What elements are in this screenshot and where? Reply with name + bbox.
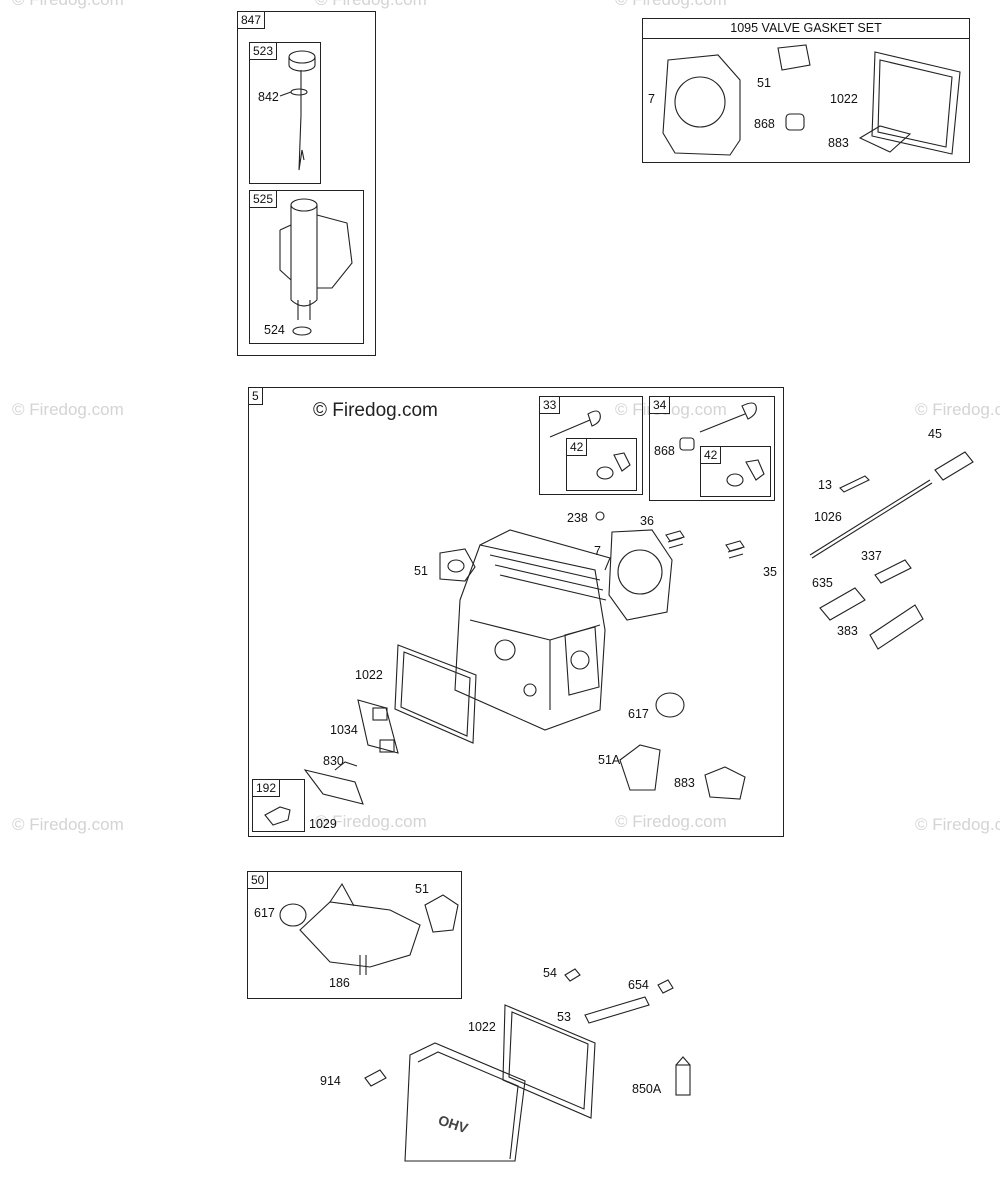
watermark-main: © Firedog.com: [313, 400, 438, 421]
subassembly-tag-34-42: 42: [700, 446, 722, 464]
watermark: © Firedog.com: [915, 815, 1000, 834]
part-label-54: 54: [543, 966, 557, 980]
spring-art: [665, 530, 745, 559]
part-label-830: 830: [323, 754, 344, 768]
subassembly-box-34: [649, 396, 775, 501]
part-label-654: 654: [628, 978, 649, 992]
part-label-635: 635: [812, 576, 833, 590]
head-gasket-art: [595, 511, 673, 621]
subassembly-tag-525: 525: [249, 190, 278, 208]
part-label-337: 337: [861, 549, 882, 563]
part-label-850a: 850A: [632, 1082, 662, 1096]
subassembly-tag-33-42: 42: [566, 438, 588, 456]
assembly-box-5: [248, 387, 784, 837]
subassembly-box-33: [539, 396, 643, 495]
part-label-883-b: 883: [674, 776, 695, 790]
subassembly-tag-34: 34: [649, 396, 671, 414]
part-label-36: 36: [640, 514, 654, 528]
subassembly-box-33-42: [566, 438, 637, 491]
part-label-7-b: 7: [594, 544, 601, 558]
right-parts-art: [809, 451, 974, 650]
gasket-51a-art: [619, 744, 661, 791]
assembly-box-50: [247, 871, 462, 999]
part-label-186: 186: [329, 976, 350, 990]
breather-art: [357, 699, 399, 754]
part-label-868: 868: [754, 117, 775, 131]
valve-33-art: [549, 410, 631, 480]
subassembly-tag-33: 33: [539, 396, 561, 414]
watermark: © Firedog.com: [315, 812, 427, 831]
rocker-art: [303, 761, 364, 805]
part-label-914: 914: [320, 1074, 341, 1088]
valve-cover-art: [404, 1042, 526, 1162]
subassembly-box-525: [249, 190, 364, 344]
subassembly-tag-192: 192: [252, 779, 281, 797]
part-label-238: 238: [567, 511, 588, 525]
subassembly-box-523: [249, 42, 321, 184]
cover-gasket-art: [394, 644, 477, 744]
intake-gasket-art: [439, 548, 476, 582]
part-label-383: 383: [837, 624, 858, 638]
o-ring-617-art: [655, 692, 685, 718]
part-label-1022: 1022: [830, 92, 858, 106]
part-label-1026: 1026: [814, 510, 842, 524]
part-label-1022-b: 1022: [355, 668, 383, 682]
subassembly-box-34-42: [700, 446, 771, 497]
part-label-617: 617: [628, 707, 649, 721]
valve-34-art: [679, 402, 765, 487]
cylinder-head-art: [454, 529, 611, 731]
watermark: © Firedog.com: [915, 400, 1000, 419]
watermark: © Firedog.com: [12, 0, 124, 10]
gasket-883-art: [704, 766, 746, 800]
part-label-842: 842: [258, 90, 279, 104]
valve-gasket-set-title: 1095 VALVE GASKET SET: [642, 18, 970, 39]
assembly-tag-50: 50: [247, 871, 269, 889]
assembly-tag-5: 5: [248, 387, 263, 405]
part-label-53: 53: [557, 1010, 571, 1024]
part-label-1029: 1029: [309, 817, 337, 831]
screw-192-art: [264, 806, 291, 826]
part-label-524: 524: [264, 323, 285, 337]
watermark: © Firedog.com: [315, 0, 427, 10]
watermark: © Firedog.com: [615, 812, 727, 831]
part-label-51-c: 51: [415, 882, 429, 896]
part-label-1022-c: 1022: [468, 1020, 496, 1034]
assembly-tag-847: 847: [237, 11, 266, 29]
fill-tube-art: [279, 198, 353, 336]
part-label-7: 7: [648, 92, 655, 106]
part-label-617-b: 617: [254, 906, 275, 920]
part-label-51: 51: [757, 76, 771, 90]
subassembly-tag-523: 523: [249, 42, 278, 60]
part-label-883: 883: [828, 136, 849, 150]
watermark: © Firedog.com: [12, 400, 124, 419]
part-label-51a: 51A: [598, 753, 621, 767]
part-label-51-b: 51: [414, 564, 428, 578]
part-label-1034: 1034: [330, 723, 358, 737]
watermark: © Firedog.com: [615, 0, 727, 10]
intake-elbow-art: [279, 882, 459, 975]
bottom-parts-art: [364, 968, 691, 1119]
watermark: © Firedog.com: [12, 815, 124, 834]
part-label-45: 45: [928, 427, 942, 441]
part-label-868-b: 868: [654, 444, 675, 458]
part-label-13: 13: [818, 478, 832, 492]
gasket-set-art: [662, 44, 961, 156]
assembly-box-847: [237, 11, 376, 356]
part-label-35: 35: [763, 565, 777, 579]
dipstick-art: [279, 50, 316, 171]
